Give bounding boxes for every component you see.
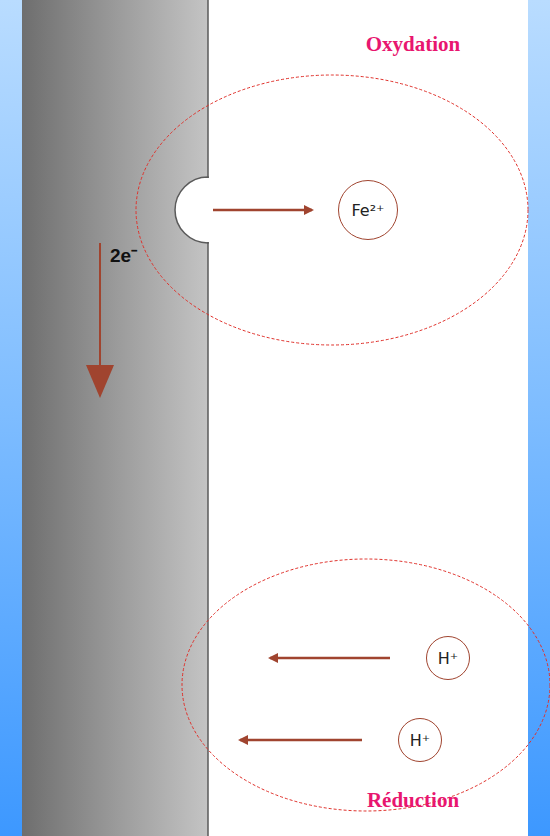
zone-title: Oxydation bbox=[366, 32, 461, 57]
reduction-zone bbox=[182, 559, 550, 811]
ion-circle: H⁺ bbox=[426, 636, 470, 680]
ion-arrow bbox=[213, 209, 312, 212]
corrosion-pit bbox=[175, 177, 208, 243]
electron-label: 2e⁻ bbox=[110, 242, 137, 268]
ion-circle: H⁺ bbox=[398, 718, 442, 762]
metal-bar bbox=[22, 0, 208, 836]
ion-circle: Fe²⁺ bbox=[338, 180, 398, 240]
oxidation-zone bbox=[136, 75, 528, 345]
ion-symbol: Fe²⁺ bbox=[351, 201, 384, 220]
proton-arrow bbox=[240, 739, 362, 742]
zone-title: Réduction bbox=[367, 788, 459, 813]
proton-arrow bbox=[270, 657, 390, 660]
electron-arrow bbox=[99, 243, 101, 380]
ion-symbol: H⁺ bbox=[410, 731, 430, 750]
ion-symbol: H⁺ bbox=[438, 649, 458, 668]
